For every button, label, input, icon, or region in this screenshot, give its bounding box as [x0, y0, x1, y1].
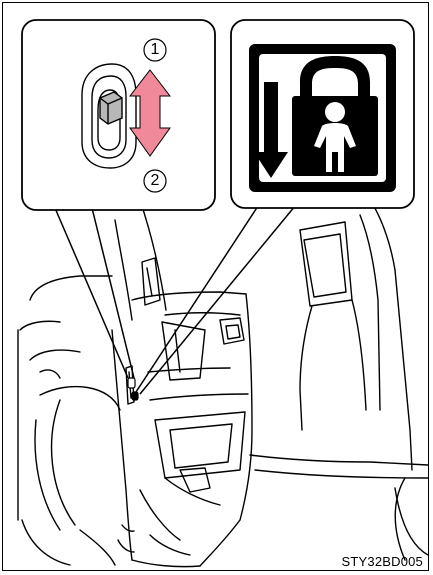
step-2-label: 2: [143, 169, 167, 193]
figure-code: STY32BD005: [342, 554, 424, 569]
car-body-lines: [18, 190, 428, 567]
lock-switch-callout: [22, 20, 215, 210]
callout-pointers: [55, 200, 300, 394]
lock-switch-housing: [82, 64, 136, 168]
child-lock-callout: [231, 20, 414, 208]
step-1-label: 1: [143, 38, 167, 62]
